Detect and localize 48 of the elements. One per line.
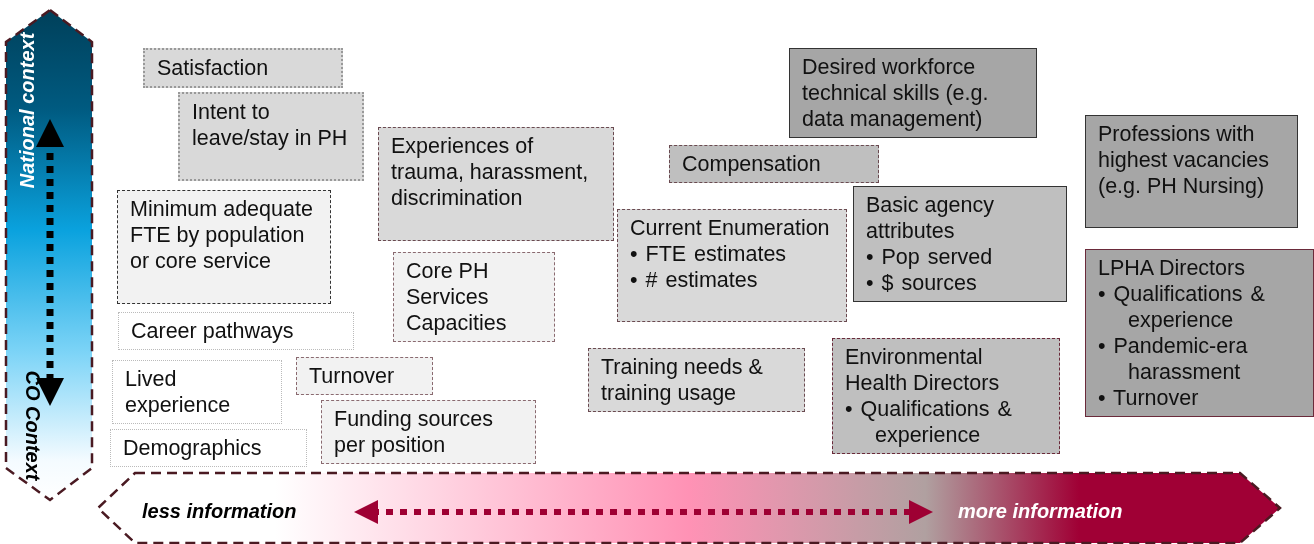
text-box <box>588 348 805 412</box>
bullet-item: • Qualifications & experience <box>845 396 1013 448</box>
box-heading: LPHA Directors <box>1098 255 1246 281</box>
box-heading: Basic agency attributes <box>866 192 995 244</box>
bullet-item: • $ sources <box>866 270 978 296</box>
box-text: Compensation <box>682 151 822 177</box>
box-heading: Environmental Health Directors <box>845 344 1001 396</box>
list-box <box>1085 249 1314 417</box>
box-text: Career pathways <box>131 318 295 344</box>
box-text: Funding sources per position <box>334 406 494 458</box>
box-text: Turnover <box>309 363 396 389</box>
box-text: Training needs & training usage <box>601 354 764 406</box>
bullet-item: • Qualifications & experience <box>1098 281 1266 333</box>
box-text: Intent to leave/stay in PH <box>192 99 349 151</box>
axis-label: more information <box>958 500 1123 523</box>
box-text: Satisfaction <box>157 55 270 81</box>
bullet-item: • Pop served <box>866 244 994 270</box>
text-box <box>1085 115 1298 228</box>
axis-label: less information <box>142 500 297 523</box>
text-box <box>118 312 354 350</box>
bullet-item: • Turnover <box>1098 385 1200 411</box>
text-box <box>110 429 307 467</box>
axis-label: National context <box>16 32 40 188</box>
text-box <box>789 48 1037 138</box>
box-text: Demographics <box>123 435 263 461</box>
text-box <box>669 145 879 183</box>
list-box <box>617 209 847 322</box>
box-text: Lived experience <box>125 366 232 418</box>
axis-label: CO Context <box>20 370 44 480</box>
list-box <box>853 186 1067 302</box>
text-box <box>321 400 536 464</box>
text-box <box>393 252 555 342</box>
box-heading: Current Enumeration <box>630 215 831 241</box>
bullet-item: • FTE estimates <box>630 241 788 267</box>
text-box <box>378 127 614 241</box>
text-box <box>143 48 343 88</box>
text-box <box>117 190 331 304</box>
box-text: Experiences of trauma, harassment, discrimination <box>391 133 590 211</box>
list-box <box>832 338 1060 454</box>
bullet-item: • Pandemic-era harassment <box>1098 333 1249 385</box>
box-text: Core PH Services Capacities <box>406 258 508 336</box>
box-text: Professions with highest vacancies (e.g. PH Nursing) <box>1098 121 1270 199</box>
text-box <box>178 92 364 181</box>
box-text: Minimum adequate FTE by population or core service <box>130 196 314 274</box>
box-text: Desired workforce technical skills (e.g. data management) <box>802 54 990 132</box>
text-box <box>296 357 433 395</box>
text-box <box>112 360 282 424</box>
bullet-item: • # estimates <box>630 267 759 293</box>
